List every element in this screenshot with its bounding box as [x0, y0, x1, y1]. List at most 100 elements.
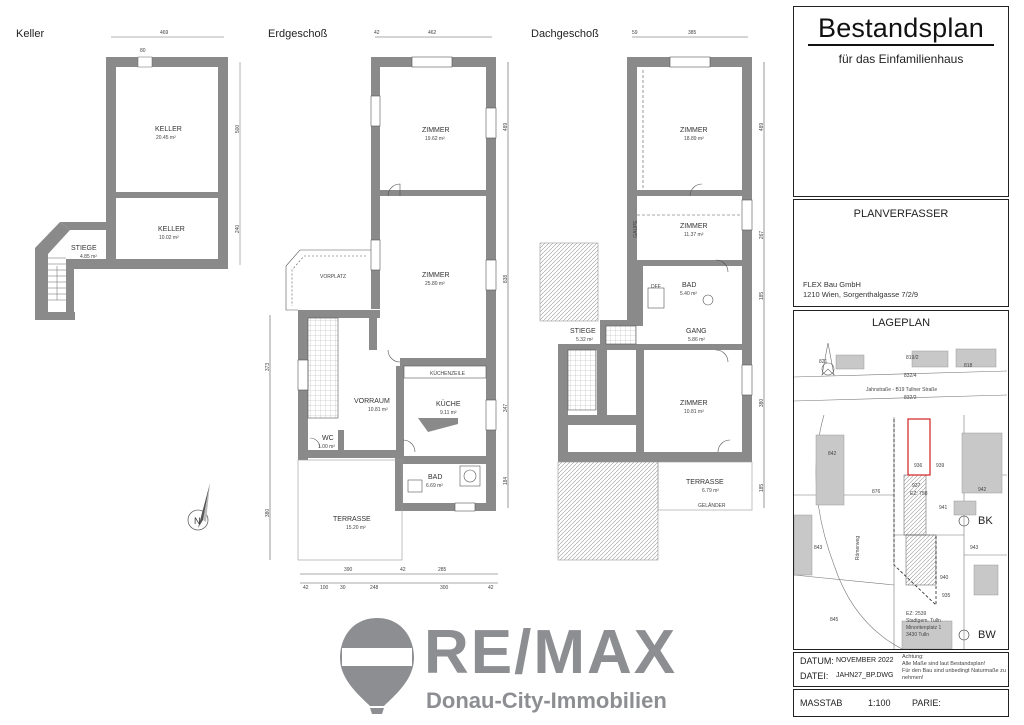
room-area: 1.00 m² — [318, 444, 335, 450]
north-arrow-icon — [821, 342, 835, 376]
room-label: GAUPE — [632, 220, 639, 238]
street-label: Jahnstraße - B19 Tullner Straße — [866, 387, 938, 393]
floor-title-dachgeschoss: Dachgeschoß — [531, 28, 599, 40]
room-label: KÜCHENZEILE — [430, 371, 466, 377]
title-underline — [808, 44, 994, 46]
room-label: ZIMMER — [422, 272, 450, 279]
site-plan-map — [794, 342, 1007, 649]
note-line: Alle Maße sind laut Bestandsplan! — [902, 661, 986, 667]
parcel-label: EZ: 2539 — [906, 611, 927, 617]
room-label: ZIMMER — [422, 127, 450, 134]
room-label: BAD — [428, 474, 443, 481]
property-outline — [907, 418, 931, 476]
room-area: 20.45 m² — [156, 135, 176, 141]
dim-label: 373 — [265, 362, 272, 372]
masstab-label: MASSTAB — [800, 698, 843, 708]
room-label: STIEGE — [570, 328, 596, 335]
parcel-label: 819/2 — [906, 355, 919, 361]
parcel-label: 941 — [939, 505, 948, 511]
datei-value: JAHN27_BP.DWG — [836, 672, 894, 679]
dim-label: 80 — [140, 48, 146, 54]
room-area: 5.40 m² — [680, 291, 697, 297]
dim-label: 267 — [759, 230, 766, 240]
room-area: 6.79 m² — [702, 488, 719, 494]
room-area: 11.37 m² — [684, 232, 704, 238]
dim-label: 380 — [265, 508, 272, 518]
room-area: 5.86 m² — [688, 337, 705, 343]
room-label: KELLER — [155, 126, 182, 133]
floor-plans-drawing: N — [35, 36, 765, 584]
eg-plan — [298, 57, 496, 511]
room-label: WC — [322, 435, 334, 442]
room-label: STIEGE — [71, 245, 97, 252]
title-box: Bestandsplan für das Einfamilienhaus — [793, 6, 1009, 197]
room-area: 4.85 m² — [80, 254, 97, 260]
parcel-label: 876 — [872, 489, 881, 495]
dim-label: 285 — [438, 567, 447, 573]
room-label: ZIMMER — [680, 127, 708, 134]
parcel-label: 940 — [940, 575, 949, 581]
datei-label: DATEI: — [800, 671, 829, 681]
author-heading: PLANVERFASSER — [853, 208, 949, 220]
owner-line: Minoritenplatz 1 — [906, 625, 942, 631]
room-area: 10.02 m² — [159, 235, 179, 241]
room-label: TERRASSE — [686, 479, 724, 486]
dim-label: 42 — [374, 30, 380, 36]
dim-label: 185 — [759, 291, 766, 301]
room-area: 15.20 m² — [346, 525, 366, 531]
dim-label: 300 — [440, 585, 449, 591]
parcel-label: 936 — [914, 463, 923, 469]
parcel-label: 832/4 — [904, 373, 917, 379]
owner-line: Stadtgem. Tulln — [906, 618, 941, 624]
plan-subtitle: für das Einfamilienhaus — [838, 51, 964, 66]
dim-label: 100 — [320, 585, 329, 591]
dim-label: 500 — [235, 124, 242, 134]
site-plan-box: LAGEPLAN — [793, 310, 1009, 650]
remax-tagline: Donau-City-Immobilien — [426, 688, 667, 713]
room-area: 9.11 m² — [440, 410, 457, 416]
room-area: 5.32 m² — [576, 337, 593, 343]
parcel-label: 842 — [828, 451, 837, 457]
bw-label: BW — [978, 629, 996, 641]
bk-label: BK — [978, 515, 993, 527]
owner-line: 3430 Tulln — [906, 632, 930, 638]
room-area: 18.89 m² — [684, 136, 704, 142]
remax-wordmark: RE/MAX — [424, 618, 678, 687]
parcel-label: 942 — [978, 487, 987, 493]
author-box: PLANVERFASSER FLEX Bau GmbH 1210 Wien, S… — [793, 199, 1009, 307]
parcel-label: 845 — [830, 617, 839, 623]
scale-box: MASSTAB 1:100 PARIE: — [793, 689, 1009, 717]
dim-label: 42 — [488, 585, 494, 591]
floor-title-keller: Keller — [16, 28, 45, 40]
eg-details — [269, 36, 509, 584]
keller-plan — [35, 57, 228, 320]
dim-label: 838 — [503, 274, 510, 284]
room-label: KÜCHE — [436, 401, 461, 408]
parcel-label: 939 — [936, 463, 945, 469]
parcel-label: 818 — [964, 363, 973, 369]
dim-label: 489 — [503, 122, 510, 132]
parcel-label: Römerweg — [855, 535, 862, 561]
author-name: FLEX Bau GmbH — [803, 280, 861, 289]
dim-label: 469 — [160, 30, 169, 36]
room-area: 19.62 m² — [425, 136, 445, 142]
datum-value: NOVEMBER 2022 — [836, 657, 894, 664]
dim-label: 380 — [759, 398, 766, 408]
dim-label: 185 — [759, 483, 766, 493]
parcel-label: 943 — [970, 545, 979, 551]
dim-label: 385 — [688, 30, 697, 36]
room-area: 6.69 m² — [426, 483, 443, 489]
dim-label: 347 — [503, 403, 510, 413]
north-arrow-icon: N — [187, 483, 210, 531]
parie-label: PARIE: — [912, 698, 941, 708]
dim-label: 59 — [632, 30, 638, 36]
dg-details — [539, 36, 765, 561]
dim-label: 184 — [503, 476, 510, 486]
dim-label: 42 — [303, 585, 309, 591]
keller-details — [48, 36, 241, 301]
dim-label: 240 — [235, 224, 242, 234]
dim-label: 462 — [428, 30, 437, 36]
remax-balloon-text: RE/MAX — [355, 634, 399, 646]
room-label: GANG — [686, 328, 707, 335]
remax-balloon-logo — [340, 618, 414, 714]
